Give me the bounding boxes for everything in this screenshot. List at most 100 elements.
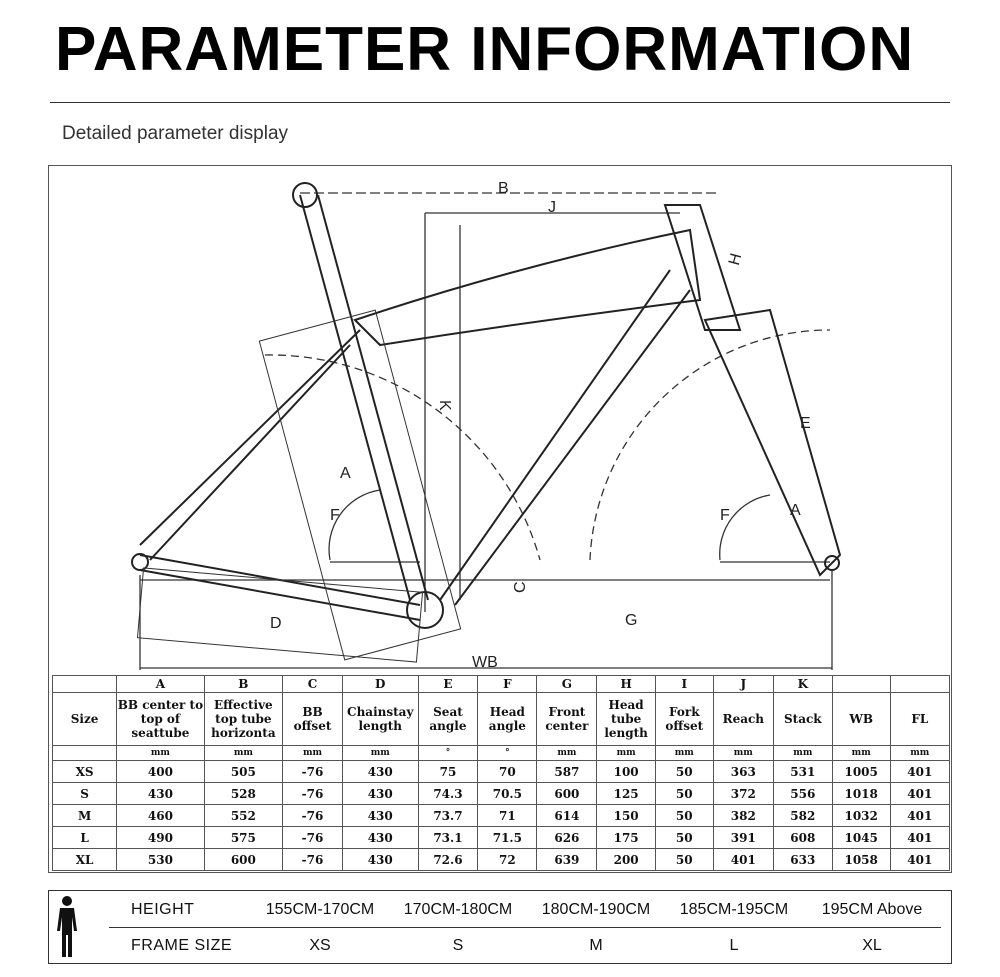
label-f-head: F bbox=[720, 507, 730, 524]
label-a-fork: A bbox=[790, 502, 801, 519]
title-divider bbox=[50, 102, 950, 103]
table-letter-row-cell: E bbox=[417, 675, 479, 693]
label-h: H bbox=[726, 252, 745, 268]
table-letter-row-cell: D bbox=[341, 675, 419, 693]
table-letter-row-cell bbox=[831, 675, 891, 693]
table-row-cell: 490 bbox=[116, 826, 205, 849]
table-row-cell: 70.5 bbox=[477, 782, 538, 805]
table-row-cell: 363 bbox=[712, 760, 774, 783]
table-header-row-cell: Front center bbox=[536, 692, 598, 746]
height-label: HEIGHT bbox=[131, 901, 195, 918]
table-row-cell: 72 bbox=[477, 848, 538, 871]
table-units-row-cell: mm bbox=[203, 745, 284, 761]
table-row-cell: 1045 bbox=[831, 826, 891, 849]
height-row: HEIGHT 155CM-170CM 170CM-180CM 180CM-190… bbox=[109, 893, 941, 928]
table-header-row-cell: BB center to top of seattube bbox=[116, 692, 205, 746]
table-row-cell: XS bbox=[51, 760, 118, 783]
table-letter-row-cell: G bbox=[536, 675, 598, 693]
table-row-cell: 430 bbox=[341, 804, 419, 827]
table-row-cell: 75 bbox=[417, 760, 479, 783]
table-row-cell: 430 bbox=[116, 782, 205, 805]
table-units-row-cell: mm bbox=[712, 745, 774, 761]
table-row-cell: 430 bbox=[341, 760, 419, 783]
table-units-row-cell: mm bbox=[341, 745, 419, 761]
table-row-cell: 401 bbox=[712, 848, 774, 871]
table-row-cell: 556 bbox=[772, 782, 833, 805]
table-letter-row-cell bbox=[51, 675, 118, 693]
table-letter-row-cell: B bbox=[203, 675, 284, 693]
table-letter-row-cell bbox=[889, 675, 951, 693]
table-units-row-cell: mm bbox=[596, 745, 656, 761]
table-row-cell: -76 bbox=[282, 826, 343, 849]
table-row-cell: -76 bbox=[282, 804, 343, 827]
table-row-cell: 150 bbox=[596, 804, 656, 827]
table-row-cell: 74.3 bbox=[417, 782, 479, 805]
table-header-row-cell: Reach bbox=[712, 692, 774, 746]
table-header-row-cell: Head tube length bbox=[596, 692, 656, 746]
frame-size-row: FRAME SIZE XS S M L XL bbox=[109, 929, 941, 963]
table-row-cell: 382 bbox=[712, 804, 774, 827]
height-value: 170CM-180CM bbox=[403, 901, 513, 918]
bike-frame-diagram: B J K H E A F F A C D G WB bbox=[131, 180, 842, 671]
table-units-row-cell: ° bbox=[477, 745, 538, 761]
label-wb: WB bbox=[472, 654, 498, 671]
front-wheel-arc bbox=[589, 329, 831, 561]
table-row-cell: 608 bbox=[772, 826, 833, 849]
table-letter-row-cell: F bbox=[477, 675, 538, 693]
table-units-row-cell: mm bbox=[116, 745, 205, 761]
table-row-cell: L bbox=[51, 826, 118, 849]
table-row-cell: -76 bbox=[282, 848, 343, 871]
table-row-cell: 50 bbox=[654, 804, 714, 827]
rear-wheel-arc bbox=[264, 354, 541, 561]
table-header-row-cell: Chainstay length bbox=[341, 692, 419, 746]
table-row-cell: 73.1 bbox=[417, 826, 479, 849]
table-row-cell: 600 bbox=[536, 782, 598, 805]
table-row-cell: 71 bbox=[477, 804, 538, 827]
page-subtitle: Detailed parameter display bbox=[62, 123, 289, 144]
table-row-cell: 372 bbox=[712, 782, 774, 805]
height-value: 195CM Above bbox=[821, 901, 923, 918]
table-row-cell: 401 bbox=[889, 782, 951, 805]
table-row-cell: -76 bbox=[282, 782, 343, 805]
table-row-cell: 72.6 bbox=[417, 848, 479, 871]
table-units-row-cell: mm bbox=[772, 745, 833, 761]
table-row-cell: 430 bbox=[341, 848, 419, 871]
table-header-row-cell: FL bbox=[889, 692, 951, 746]
frame-size-value: XL bbox=[862, 937, 882, 954]
label-g: G bbox=[625, 612, 637, 629]
table-row-cell: 71.5 bbox=[477, 826, 538, 849]
table-units-row-cell: mm bbox=[889, 745, 951, 761]
table-header-row-cell: Effective top tube horizonta bbox=[203, 692, 284, 746]
table-row-cell: 614 bbox=[536, 804, 598, 827]
table-units-row-cell: mm bbox=[536, 745, 598, 761]
table-letter-row-cell: I bbox=[654, 675, 714, 693]
frame-size-value: XS bbox=[309, 937, 331, 954]
frame-size-value: L bbox=[729, 937, 739, 954]
table-units-row-cell: mm bbox=[831, 745, 891, 761]
table-row-cell: 460 bbox=[116, 804, 205, 827]
table-letter-row-cell: K bbox=[772, 675, 833, 693]
frame-size-label: FRAME SIZE bbox=[131, 937, 233, 954]
label-k: K bbox=[436, 400, 453, 411]
table-letter-row-cell: C bbox=[282, 675, 343, 693]
label-a: A bbox=[340, 465, 351, 482]
height-value: 180CM-190CM bbox=[541, 901, 651, 918]
table-row-cell: 1032 bbox=[831, 804, 891, 827]
height-value: 155CM-170CM bbox=[265, 901, 375, 918]
table-row-cell: 505 bbox=[203, 760, 284, 783]
table-units-row-cell bbox=[51, 745, 118, 761]
table-header-row-cell: Seat angle bbox=[417, 692, 479, 746]
table-row-cell: 70 bbox=[477, 760, 538, 783]
table-row-cell: 1018 bbox=[831, 782, 891, 805]
table-row-cell: XL bbox=[51, 848, 118, 871]
table-row-cell: 200 bbox=[596, 848, 656, 871]
table-units-row-cell: ° bbox=[417, 745, 479, 761]
table-letter-row-cell: J bbox=[712, 675, 774, 693]
